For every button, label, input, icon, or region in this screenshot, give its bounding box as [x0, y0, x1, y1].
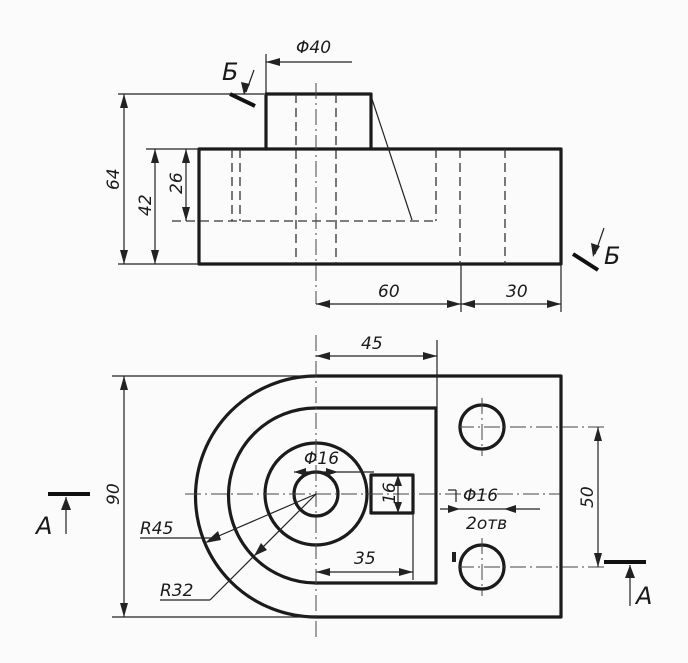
section-label-b-top: Б — [222, 58, 238, 86]
arrowhead — [504, 505, 516, 513]
dim-90: 90 — [104, 483, 124, 505]
arrowhead — [316, 300, 330, 308]
arrowhead — [326, 468, 338, 476]
mark-tick — [452, 552, 456, 562]
dim-holes-count: 2отв — [466, 514, 507, 534]
top-outer-outline — [193, 374, 563, 619]
arrowhead — [120, 376, 128, 390]
arrowhead — [182, 149, 190, 163]
arrowhead — [120, 250, 128, 264]
arrowhead — [316, 352, 330, 360]
dim-64: 64 — [104, 168, 124, 190]
dim-60: 60 — [378, 282, 400, 302]
front-slope-line — [370, 95, 413, 221]
arrowhead — [61, 497, 71, 510]
arrowhead — [399, 568, 413, 576]
arrowhead — [182, 207, 190, 221]
arrowhead — [254, 543, 267, 556]
top-view: 45 90 Φ16 16 35 R45 R32 — [34, 334, 652, 640]
arrowhead — [151, 250, 159, 264]
dim-35: 35 — [354, 549, 376, 569]
arrowhead — [447, 300, 461, 308]
dim-30: 30 — [506, 282, 528, 302]
dim-phi40: Φ40 — [296, 38, 331, 58]
arrowhead — [205, 531, 221, 543]
arrowhead — [594, 553, 602, 567]
front-view: Φ40 64 42 26 60 30 Б — [104, 38, 620, 312]
dim-26: 26 — [167, 172, 187, 194]
arrowhead — [120, 94, 128, 108]
arrowhead — [151, 149, 159, 163]
arrowhead — [241, 82, 250, 95]
dim-45: 45 — [361, 334, 383, 354]
section-mark-b-right — [571, 252, 600, 272]
dim-16-slot: 16 — [380, 482, 400, 504]
arrowhead — [594, 427, 602, 441]
section-label-a-left: А — [34, 512, 52, 540]
arrowhead — [547, 300, 561, 308]
arrowhead — [461, 300, 475, 308]
section-label-b-right: Б — [604, 242, 620, 270]
arrowhead — [394, 475, 402, 486]
arrowhead — [266, 58, 280, 66]
arrowhead — [423, 352, 437, 360]
arrowhead — [591, 243, 600, 257]
dim-r45: R45 — [140, 519, 173, 539]
section-mark-b-top — [229, 92, 256, 108]
arrowhead — [394, 502, 402, 513]
arrowhead — [120, 603, 128, 617]
section-label-a-right: А — [634, 582, 652, 610]
front-boss-outline — [264, 92, 373, 151]
arrowhead — [625, 565, 635, 578]
arrowhead — [316, 568, 330, 576]
dim-r32: R32 — [160, 581, 193, 601]
dim-42: 42 — [136, 194, 156, 216]
arrowhead — [448, 505, 460, 513]
dim-phi16-center: Φ16 — [304, 449, 339, 469]
front-base-outline — [197, 147, 563, 266]
dim-50: 50 — [578, 486, 598, 508]
leader-r45 — [213, 493, 317, 539]
arrowhead — [294, 468, 306, 476]
dim-phi16-holes: Φ16 — [463, 486, 498, 506]
top-inner-outline — [226, 406, 438, 585]
